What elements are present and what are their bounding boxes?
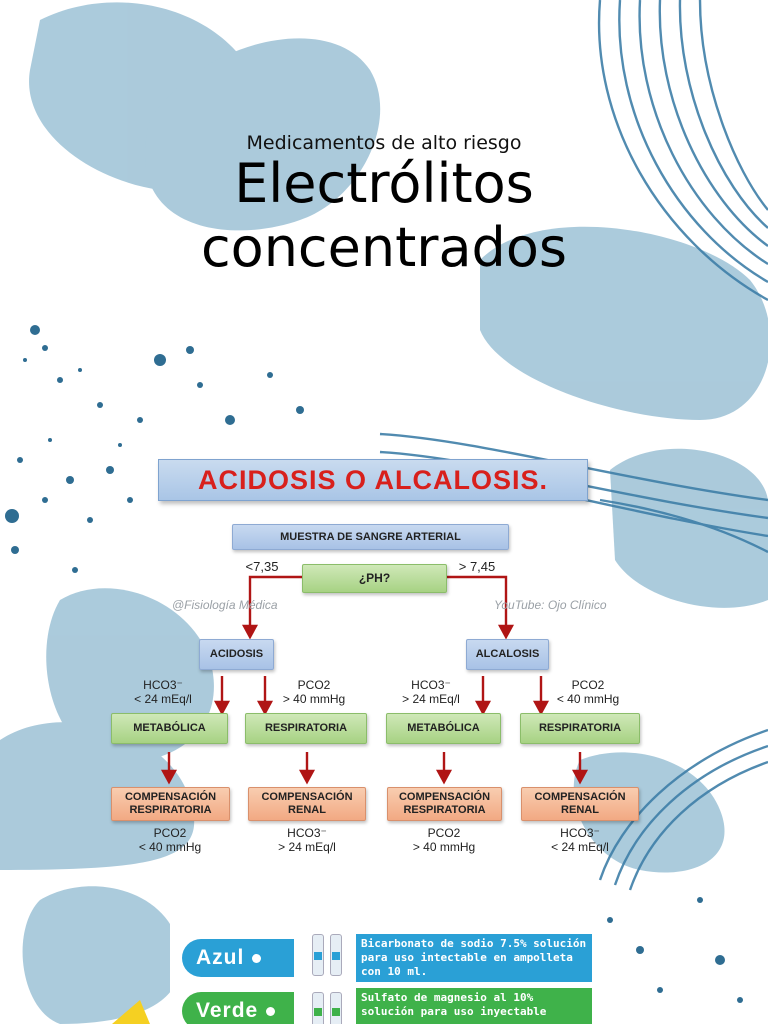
electrolyte-desc-azul: Bicarbonato de sodio 7.5% solución para … <box>356 934 592 982</box>
slide-title: Electrólitos concentrados <box>0 152 768 280</box>
alc-metabolica-box: METABÓLICA <box>386 713 501 744</box>
yellow-shape <box>112 1000 150 1024</box>
comp-respiratoria-2: COMPENSACIÓN RESPIRATORIA <box>387 787 502 821</box>
pill-dot-icon <box>252 953 262 963</box>
result-1: PCO2 < 40 mmHg <box>138 826 202 854</box>
blob-top-center <box>144 38 381 231</box>
result-2: HCO3⁻ > 24 mEq/l <box>278 826 336 854</box>
acid-metabolica-box: METABÓLICA <box>111 713 228 744</box>
blob-left-low <box>0 722 195 870</box>
cond-alc-resp: PCO2 < 40 mmHg <box>556 678 620 706</box>
title-line-2: concentrados <box>200 216 567 279</box>
slide-subtitle: Medicamentos de alto riesgo <box>246 132 522 154</box>
wave-line-1 <box>598 728 768 881</box>
alc-respiratoria-box: RESPIRATORIA <box>520 713 640 744</box>
wave-line-2 <box>613 744 768 886</box>
result-4: HCO3⁻ < 24 mEq/l <box>551 826 609 854</box>
alcalosis-box: ALCALOSIS <box>466 639 549 670</box>
electrolyte-desc-verde: Sulfato de magnesio al 10% solución para… <box>356 988 592 1024</box>
watermark-right: YouTube: Ojo Clínico <box>494 598 607 612</box>
pill-dot-icon <box>266 1006 276 1016</box>
acid-respiratoria-box: RESPIRATORIA <box>245 713 367 744</box>
vial-icon <box>304 988 350 1024</box>
blob-right <box>480 226 768 420</box>
comp-respiratoria-1: COMPENSACIÓN RESPIRATORIA <box>111 787 230 821</box>
arc-line-6 <box>698 0 768 211</box>
color-name-azul: Azul <box>196 946 245 969</box>
arc-line-3 <box>638 0 768 266</box>
comp-renal-2: COMPENSACIÓN RENAL <box>521 787 639 821</box>
title-line-1: Electrólitos <box>234 152 534 215</box>
electrolyte-card: Azul Bicarbonato de sodio 7.5% solución … <box>170 922 597 1024</box>
wave-line-3 <box>628 760 768 891</box>
blob-right-mid <box>610 448 768 608</box>
arc-line-5 <box>678 0 768 229</box>
acidosis-box: ACIDOSIS <box>199 639 274 670</box>
low-ph-label: <7,35 <box>245 559 279 574</box>
vial-icon <box>304 928 350 980</box>
cond-acid-resp: PCO2 > 40 mmHg <box>282 678 346 706</box>
flowchart-banner: ACIDOSIS O ALCALOSIS. <box>158 459 588 501</box>
cond-alc-met: HCO3⁻ > 24 mEq/l <box>402 678 460 706</box>
color-name-verde: Verde <box>196 999 259 1022</box>
stripe-line-4 <box>599 498 768 554</box>
ph-box: ¿PH? <box>302 564 447 593</box>
comp-renal-1: COMPENSACIÓN RENAL <box>248 787 366 821</box>
color-pill-azul: Azul <box>182 939 294 977</box>
high-ph-label: > 7,45 <box>458 559 496 574</box>
arc-line-2 <box>618 0 768 284</box>
blob-bottom-right <box>573 752 725 873</box>
color-pill-verde: Verde <box>182 992 294 1024</box>
watermark-left: @Fisiología Médica <box>172 598 278 612</box>
blob-bottom-left <box>22 886 181 1024</box>
arc-line-1 <box>597 0 768 302</box>
result-3: PCO2 > 40 mmHg <box>412 826 476 854</box>
cond-acid-met: HCO3⁻ < 24 mEq/l <box>134 678 192 706</box>
arc-line-4 <box>658 0 768 247</box>
sample-box: MUESTRA DE SANGRE ARTERIAL <box>232 524 509 550</box>
